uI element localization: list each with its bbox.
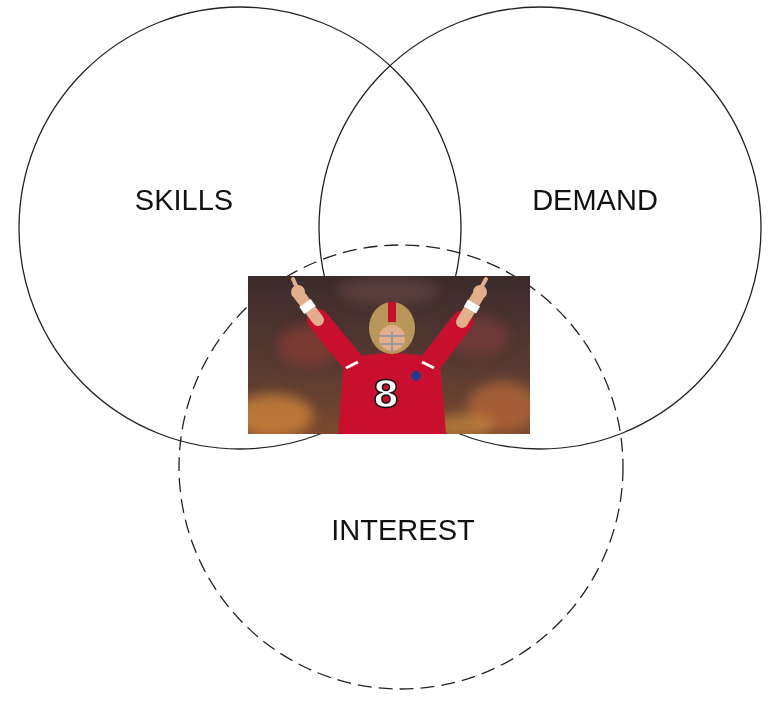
circle-label: INTEREST <box>331 513 474 548</box>
right-finger <box>481 279 486 288</box>
jersey-patch <box>411 371 421 381</box>
label-holder: 8 <box>373 375 399 413</box>
left-wristband <box>305 303 310 310</box>
jersey <box>338 353 446 434</box>
text-holder: DEMAND <box>532 183 658 218</box>
sleeve-stripes <box>346 362 434 368</box>
crowd-patch <box>338 277 438 305</box>
face <box>379 325 405 351</box>
circle-outline <box>178 244 624 690</box>
right-forearm <box>462 296 478 322</box>
jersey-number: 8 <box>373 375 399 413</box>
text-holder: SKILLS <box>135 183 233 218</box>
crowd-blur <box>248 277 530 434</box>
helmet-stripe <box>388 302 396 322</box>
helmet <box>369 302 415 354</box>
circle-line <box>319 7 761 449</box>
venn-circle: INTEREST <box>178 244 624 690</box>
face-mask <box>379 332 405 352</box>
circle-line <box>179 245 623 689</box>
crowd-patch <box>248 394 313 434</box>
circle-line <box>19 7 461 449</box>
text-holder: INTEREST <box>331 513 474 548</box>
right-wristband <box>470 303 474 310</box>
circle-label: SKILLS <box>135 183 233 218</box>
left-finger <box>293 279 297 288</box>
circle-label: DEMAND <box>532 183 658 218</box>
left-forearm <box>300 296 318 320</box>
